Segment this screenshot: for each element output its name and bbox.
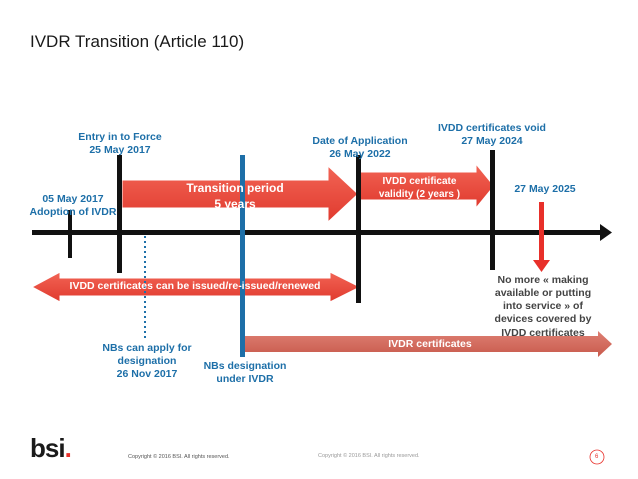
label-date-of-application: Date of Application 26 May 2022 [305,135,415,161]
transition-period-label: Transition period 5 years [150,181,320,212]
label-nbs-designation-line-2: under IVDR [216,373,274,386]
ivdr-certificates-arrow [244,331,612,357]
label-adoption-event: Adoption of IVDR [29,206,117,219]
page-number: 6 [595,454,599,460]
marker-adoption [68,210,72,258]
ivdd-validity-line-2: validity (2 years ) [378,189,461,200]
ivdr-certificates-label: IVDR certificates [388,338,472,350]
label-nbs-designation-line-1: NBs designation [203,360,287,372]
ivdd-validity-line-1: IVDD certificate [382,176,457,187]
ivdd-validity-label: IVDD certificate validity (2 years ) [362,175,477,201]
label-no-more-line-1: No more « making [497,274,589,286]
marker-2025-head [533,260,550,272]
ivdd-validity-arrow [359,162,495,210]
label-adoption-date: 05 May 2017 [42,193,104,205]
bsi-logo: bsi. [30,433,72,464]
label-adoption: 05 May 2017 Adoption of IVDR [28,193,118,219]
page-number-badge [589,449,605,465]
label-nbs-designation: NBs designation under IVDR [190,360,300,386]
transition-period-line-1: Transition period [186,181,284,195]
label-no-more-line-4: devices covered by [494,313,592,326]
label-27-may-2025: 27 May 2025 [514,183,576,195]
bsi-logo-text: bsi [30,433,66,463]
footer-copyright-left: Copyright © 2016 BSI. All rights reserve… [128,454,230,460]
label-application-event: Date of Application [312,135,408,147]
time-axis [32,230,602,235]
time-axis-head [600,224,612,241]
label-no-more-line-5: IVDD certificates [501,326,585,339]
label-nbs-apply: NBs can apply for designation 26 Nov 201… [92,342,202,381]
label-entry-date: 25 May 2017 [89,144,151,157]
label-no-more: No more « making available or putting in… [483,274,603,340]
marker-nbs-designation [240,155,245,357]
footer-copyright-center: Copyright © 2016 BSI. All rights reserve… [318,453,420,459]
label-void-date: 27 May 2024 [461,135,523,148]
label-entry-into-force: Entry in to Force 25 May 2017 [70,131,170,157]
label-ivdd-void: IVDD certificates void 27 May 2024 [432,122,552,148]
label-nbs-apply-line-3: 26 Nov 2017 [116,368,178,381]
bsi-logo-dot: . [64,433,72,463]
label-nbs-apply-line-1: NBs can apply for [102,342,192,354]
label-no-more-line-3: into service » of [503,300,583,313]
label-application-date: 26 May 2022 [329,148,391,161]
transition-period-line-2: 5 years [214,196,256,211]
marker-void [490,150,495,270]
label-entry-event: Entry in to Force [78,131,162,143]
marker-application [356,155,361,303]
slide-title: IVDR Transition (Article 110) [30,32,245,51]
marker-2025-shaft [539,202,544,262]
ivdd-issued-label: IVDD certificates can be issued/re-issue… [69,280,321,292]
marker-entry [117,155,122,273]
label-void-event: IVDD certificates void [438,122,546,134]
label-no-more-line-2: available or putting [494,287,592,300]
label-nbs-apply-line-2: designation [117,355,177,368]
